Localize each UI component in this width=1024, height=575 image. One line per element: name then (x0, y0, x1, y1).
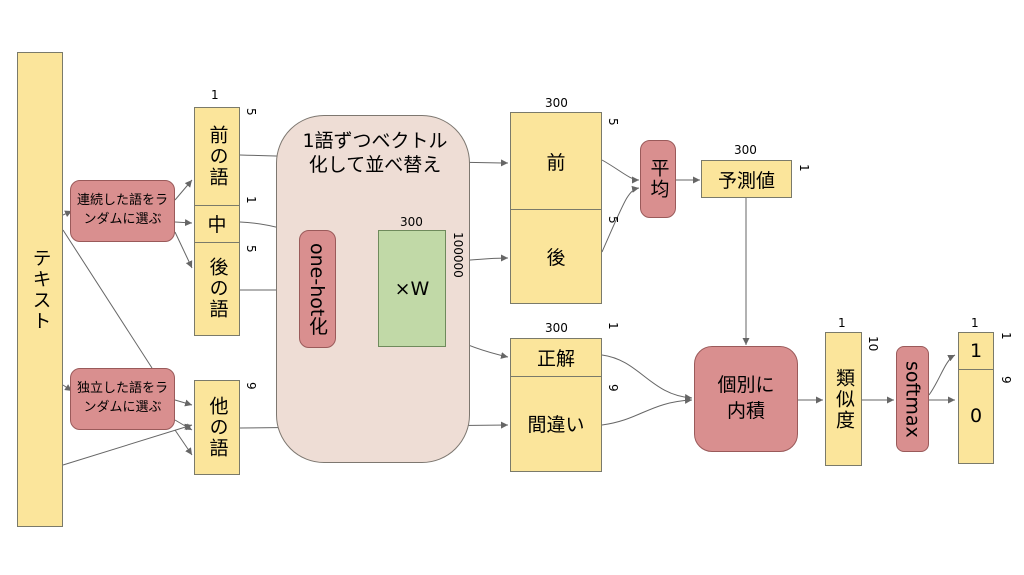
word-column: 前の語 中 後の語 (194, 107, 240, 336)
edge-consecutive-to-back (174, 231, 193, 269)
dim-correct: 1 (606, 322, 620, 330)
dim-word-col: 1 (211, 88, 219, 102)
front-words-label: 前の語 (206, 125, 229, 188)
edge-consecutive-to-middle (174, 219, 193, 227)
dim-w-cols: 300 (400, 215, 423, 229)
output-one-cell: 1 (959, 333, 993, 369)
average-box: 平均 (640, 140, 676, 218)
edge-correct-to-inner (601, 354, 693, 401)
middle-word-cell: 中 (195, 205, 239, 242)
back-label: 後 (546, 246, 566, 269)
correct-cell: 正解 (511, 339, 601, 376)
edge-softmax-to-one (928, 354, 956, 396)
inner-product-box: 個別に内積 (694, 346, 798, 452)
edge-text-diagonal (62, 229, 153, 369)
edge-back-to-average (601, 185, 640, 253)
back-words-cell: 後の語 (195, 242, 239, 335)
dim-other-words: 9 (244, 382, 258, 390)
dim-front: 5 (606, 118, 620, 126)
dim-out-zero: 9 (999, 376, 1013, 384)
middle-word-label: 中 (207, 214, 227, 236)
dim-wrong: 9 (606, 384, 620, 392)
edge-wrong-to-inner (601, 396, 693, 426)
onehot-label: one-hot化 (306, 242, 328, 336)
back-words-label: 後の語 (206, 257, 229, 320)
dim-sim-rows: 10 (866, 336, 880, 352)
edge-text-bottom (62, 423, 193, 466)
edge-independent-to-other-a (174, 399, 193, 407)
back-cell: 後 (511, 209, 601, 303)
dim-out-cols: 1 (971, 316, 979, 330)
dim-fb-cols: 300 (545, 96, 568, 110)
dim-sim-cols: 1 (838, 316, 846, 330)
softmax-label: softmax (901, 360, 924, 438)
correct-label: 正解 (536, 348, 575, 370)
vectorize-title: 1語ずつベクトル化して並べ替え (302, 130, 448, 176)
average-label: 平均 (647, 158, 670, 200)
prediction-box: 予測値 (701, 160, 792, 198)
output-divider (959, 369, 993, 370)
word-divider-2 (195, 242, 239, 243)
output-zero-cell: 0 (959, 369, 993, 463)
wrong-cell: 間違い (511, 376, 601, 471)
text-source-box: テキスト (17, 52, 63, 527)
independent-selector: 独立した語をランダムに選ぶ (70, 368, 175, 430)
edge-independent-to-other-c (174, 429, 193, 456)
edge-independent-to-other-b (174, 419, 193, 431)
output-block: 1 0 (958, 332, 994, 464)
prediction-label: 予測値 (717, 169, 775, 192)
dim-back: 5 (606, 216, 620, 224)
front-cell: 前 (511, 113, 601, 209)
edge-front-to-average (601, 159, 640, 184)
onehot-box: one-hot化 (299, 230, 336, 348)
dim-front-words: 5 (244, 108, 258, 116)
consecutive-selector: 連続した語をランダムに選ぶ (70, 180, 175, 242)
output-one-label: 1 (969, 340, 983, 362)
front-back-divider (511, 209, 601, 210)
dim-out-one: 1 (999, 332, 1013, 340)
output-zero-label: 0 (969, 405, 983, 427)
wrong-label: 間違い (527, 414, 585, 436)
front-label: 前 (546, 151, 566, 174)
weight-label: ×W (394, 277, 430, 300)
other-words-box: 他の語 (194, 380, 240, 475)
edge-consecutive-to-front (174, 179, 193, 201)
dim-pred-cols: 300 (734, 143, 757, 157)
other-words-label: 他の語 (206, 396, 229, 459)
dim-cw-cols: 300 (545, 321, 568, 335)
consecutive-selector-label: 連続した語をランダムに選ぶ (77, 193, 169, 227)
dim-middle: 1 (244, 196, 258, 204)
similarity-box: 類似度 (825, 332, 862, 466)
dim-pred-rows: 1 (797, 164, 811, 172)
front-words-cell: 前の語 (195, 108, 239, 205)
text-source-label: テキスト (29, 247, 52, 332)
word-divider-1 (195, 205, 239, 206)
correct-wrong-divider (511, 376, 601, 377)
inner-product-label: 個別に内積 (717, 374, 775, 422)
weight-matrix: ×W (378, 230, 446, 347)
softmax-box: softmax (896, 346, 929, 452)
independent-selector-label: 独立した語をランダムに選ぶ (77, 381, 169, 415)
dim-w-rows: 100000 (451, 232, 465, 278)
dim-back-words: 5 (244, 245, 258, 253)
front-back-block: 前 後 (510, 112, 602, 304)
similarity-label: 類似度 (833, 367, 855, 431)
correct-wrong-block: 正解 間違い (510, 338, 602, 472)
